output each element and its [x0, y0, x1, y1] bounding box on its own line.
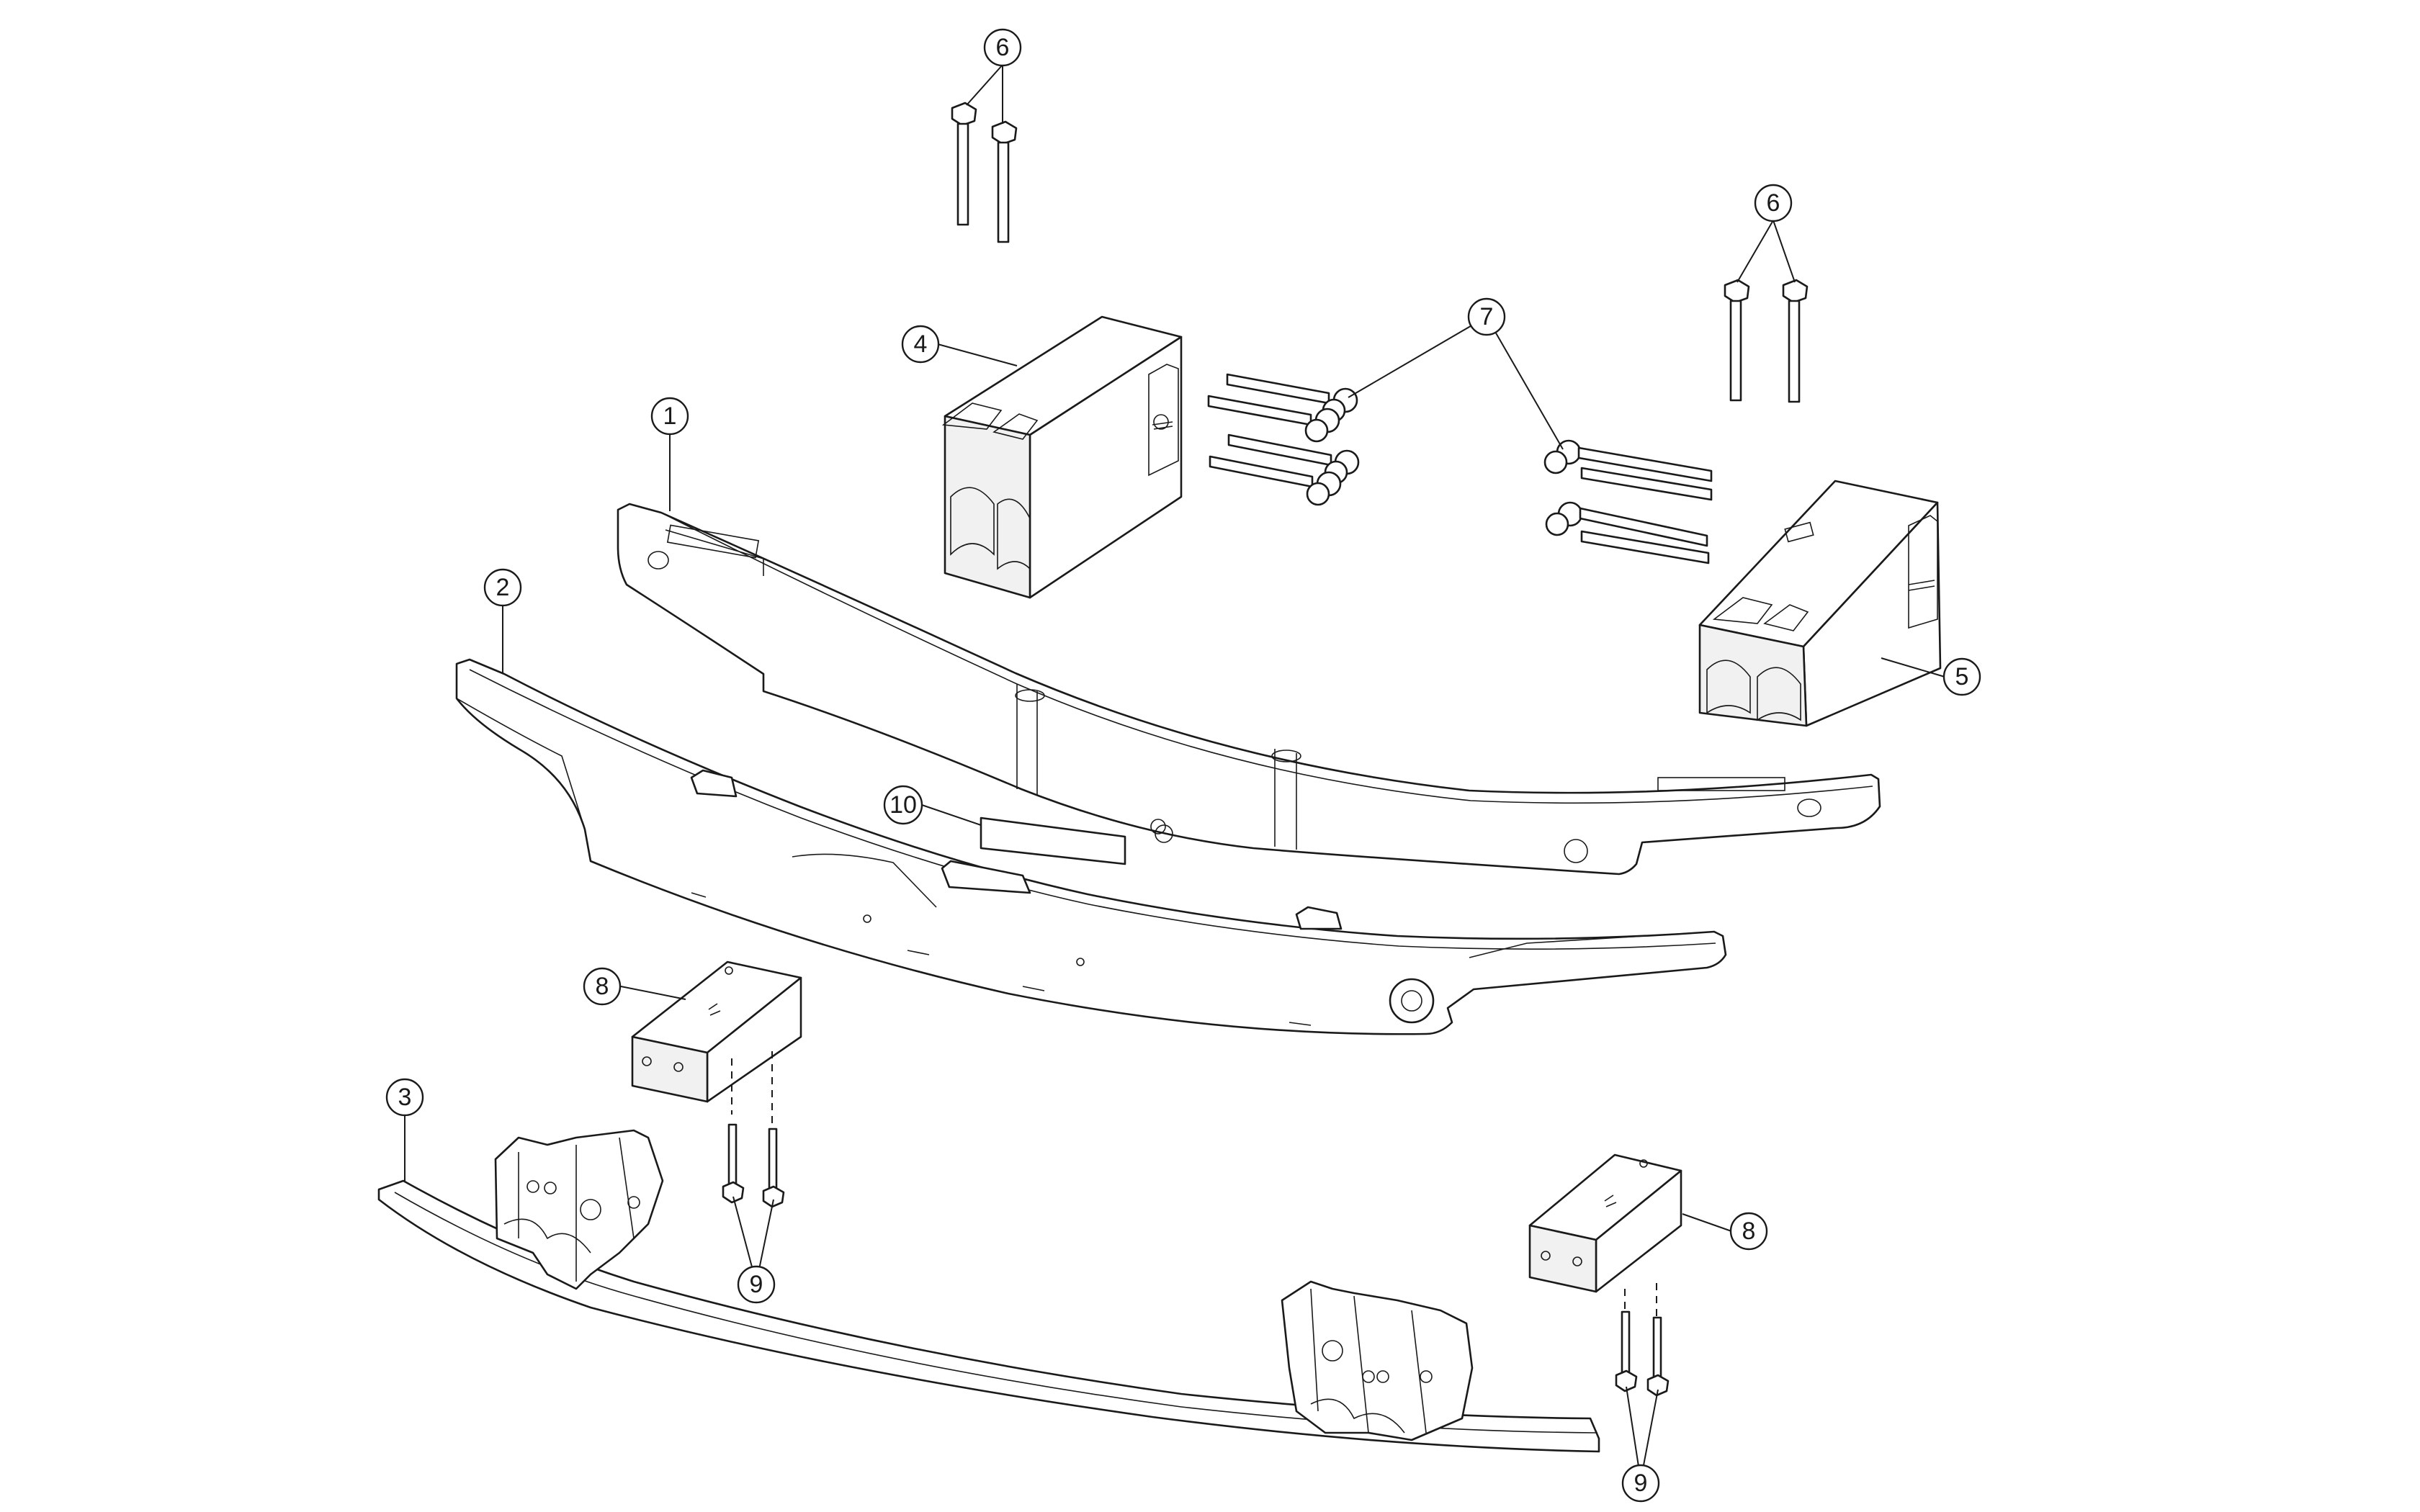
- callout-label: 8: [596, 973, 609, 1000]
- lower-beam-3: [377, 1129, 1600, 1453]
- callout-5: 5: [1942, 657, 1981, 696]
- callout-label: 2: [496, 574, 510, 601]
- callout-10: 10: [883, 785, 923, 825]
- callout-9-left: 9: [737, 1265, 776, 1304]
- callout-7: 7: [1467, 297, 1506, 336]
- bolt: [1646, 1316, 1670, 1397]
- callout-label: 6: [1767, 189, 1780, 217]
- bolt: [1615, 1310, 1638, 1392]
- bracket-box-5: [1698, 480, 1942, 727]
- bolt: [1545, 501, 1708, 547]
- bolt: [762, 1128, 785, 1208]
- callout-label: 9: [1634, 1470, 1648, 1497]
- bolt: [1724, 279, 1750, 402]
- callout-label: 8: [1742, 1218, 1756, 1245]
- callout-8-right: 8: [1729, 1212, 1768, 1251]
- callout-6-right: 6: [1754, 184, 1793, 222]
- bolt: [1782, 279, 1809, 403]
- callout-label: 7: [1480, 303, 1494, 330]
- beam-1: [617, 503, 1881, 876]
- callout-label: 5: [1955, 663, 1969, 690]
- callout-6-top: 6: [983, 28, 1022, 67]
- bracket-box-4: [941, 315, 1183, 599]
- long-bolts-7: [1207, 373, 1713, 564]
- callout-3: 3: [385, 1078, 424, 1117]
- beam-2: [455, 658, 1727, 1035]
- bolt: [1543, 439, 1713, 482]
- callout-label: 1: [663, 402, 677, 430]
- bolt-pair-9-left: [722, 1051, 785, 1208]
- callout-label: 10: [889, 791, 917, 819]
- callout-label: 9: [750, 1271, 763, 1298]
- callout-label: 6: [996, 34, 1010, 61]
- bracket-left: [494, 1129, 664, 1290]
- bolt: [991, 120, 1018, 243]
- bolt-pair-top-left: [951, 102, 1018, 243]
- bolt-pair-9-right: [1615, 1283, 1670, 1397]
- mount-8-right: [1528, 1153, 1682, 1293]
- bolt-pair-right: [1724, 279, 1809, 403]
- bolt: [1580, 467, 1713, 564]
- bracket-right: [1281, 1280, 1474, 1441]
- label-plate-10: [980, 816, 1173, 865]
- callout-2: 2: [483, 568, 522, 607]
- callout-label: 3: [398, 1084, 412, 1111]
- callout-8-left: 8: [583, 967, 622, 1006]
- bolt: [951, 102, 977, 226]
- bolt: [722, 1123, 745, 1204]
- mount-8-left: [631, 960, 802, 1103]
- bolt: [1207, 395, 1340, 443]
- callout-label: 4: [914, 330, 928, 358]
- bolt: [1209, 455, 1342, 506]
- callout-1: 1: [650, 397, 689, 436]
- callout-9-right: 9: [1621, 1464, 1660, 1503]
- callout-4: 4: [901, 325, 940, 364]
